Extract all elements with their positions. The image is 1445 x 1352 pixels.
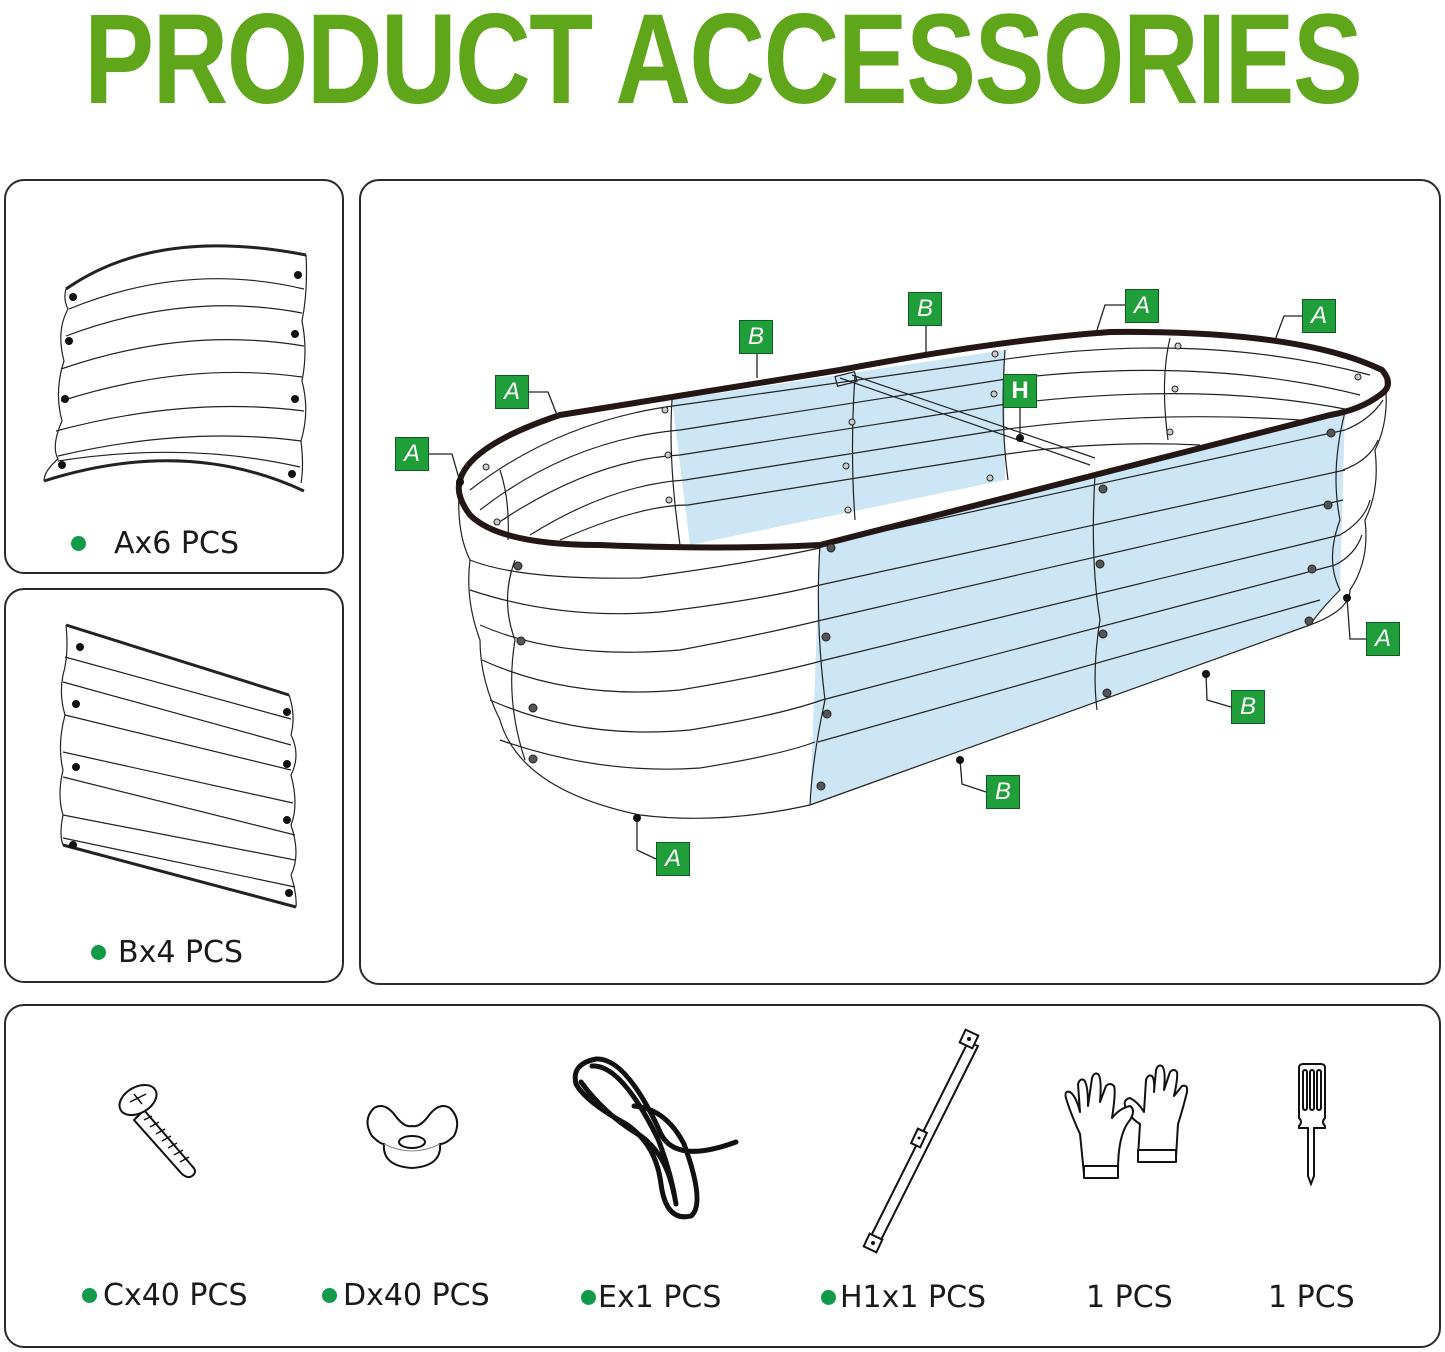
bullet-icon [322, 1288, 337, 1303]
bullet-icon [581, 1290, 596, 1305]
callout-a: A [395, 437, 429, 471]
wing-nut-icon [366, 1105, 459, 1170]
curved-panel-icon [43, 244, 308, 493]
callout-letter: B [916, 295, 933, 322]
callout-b: B [1231, 690, 1265, 724]
accessory-label: Dx40 PCS [343, 1278, 490, 1313]
callout-a: A [1302, 299, 1336, 333]
accessory-label: 1 PCS [1268, 1280, 1355, 1315]
callout-a: A [1366, 622, 1400, 656]
callout-letter: A [664, 845, 681, 872]
accessory-caption: Cx40 PCS [82, 1278, 248, 1313]
bullet-icon [821, 1290, 836, 1305]
callout-letter: A [1310, 302, 1327, 329]
accessories-panel: Cx40 PCS Dx40 PCS Ex1 PCS [4, 1004, 1441, 1348]
accessory-caption: 1 PCS [1086, 1280, 1173, 1315]
garden-bed-diagram [429, 304, 1391, 860]
part-b-caption: Bx4 PCS [91, 935, 243, 970]
accessory-caption: 1 PCS [1268, 1280, 1355, 1315]
assembly-diagram-panel [359, 179, 1441, 985]
callout-b: B [739, 320, 773, 354]
callout-letter: B [747, 323, 764, 350]
part-a-panel: Ax6 PCS [4, 179, 344, 574]
support-bar-icon [862, 1028, 980, 1254]
bullet-icon [82, 1288, 97, 1303]
callout-h: H [1003, 374, 1037, 408]
bullet-icon [71, 536, 86, 551]
accessory-label: 1 PCS [1086, 1280, 1173, 1315]
accessory-caption: Ex1 PCS [581, 1280, 721, 1315]
part-b-panel: Bx4 PCS [4, 588, 344, 983]
screw-icon [118, 1083, 196, 1179]
callout-letter: A [503, 378, 520, 405]
bullet-icon [91, 945, 106, 960]
accessory-label: Ex1 PCS [598, 1280, 722, 1315]
callout-a: A [656, 842, 690, 876]
part-a-label: Ax6 PCS [114, 526, 239, 561]
callout-b: B [986, 775, 1020, 809]
part-a-caption: Ax6 PCS [71, 526, 239, 561]
gloves-icon [1064, 1064, 1189, 1179]
screwdriver-icon [1298, 1063, 1326, 1186]
part-b-label: Bx4 PCS [118, 935, 244, 970]
page-title-text: PRODUCT ACCESSORIES [83, 0, 1363, 131]
page-title: PRODUCT ACCESSORIES [0, 0, 1445, 124]
callout-letter: A [1133, 292, 1150, 319]
callout-b: B [908, 292, 942, 326]
rubber-edging-strip-icon [572, 1056, 739, 1220]
callout-a: A [495, 375, 529, 409]
callout-letter: H [1011, 377, 1029, 404]
callout-letter: A [403, 440, 420, 467]
callout-letter: B [994, 778, 1011, 805]
accessory-caption: H1x1 PCS [821, 1280, 986, 1315]
straight-panel-icon [59, 623, 297, 909]
accessory-label: H1x1 PCS [840, 1280, 987, 1315]
accessory-caption: Dx40 PCS [322, 1278, 490, 1313]
callout-letter: B [1239, 693, 1256, 720]
callout-a: A [1125, 289, 1159, 323]
callout-letter: A [1374, 625, 1391, 652]
accessory-label: Cx40 PCS [103, 1278, 248, 1313]
